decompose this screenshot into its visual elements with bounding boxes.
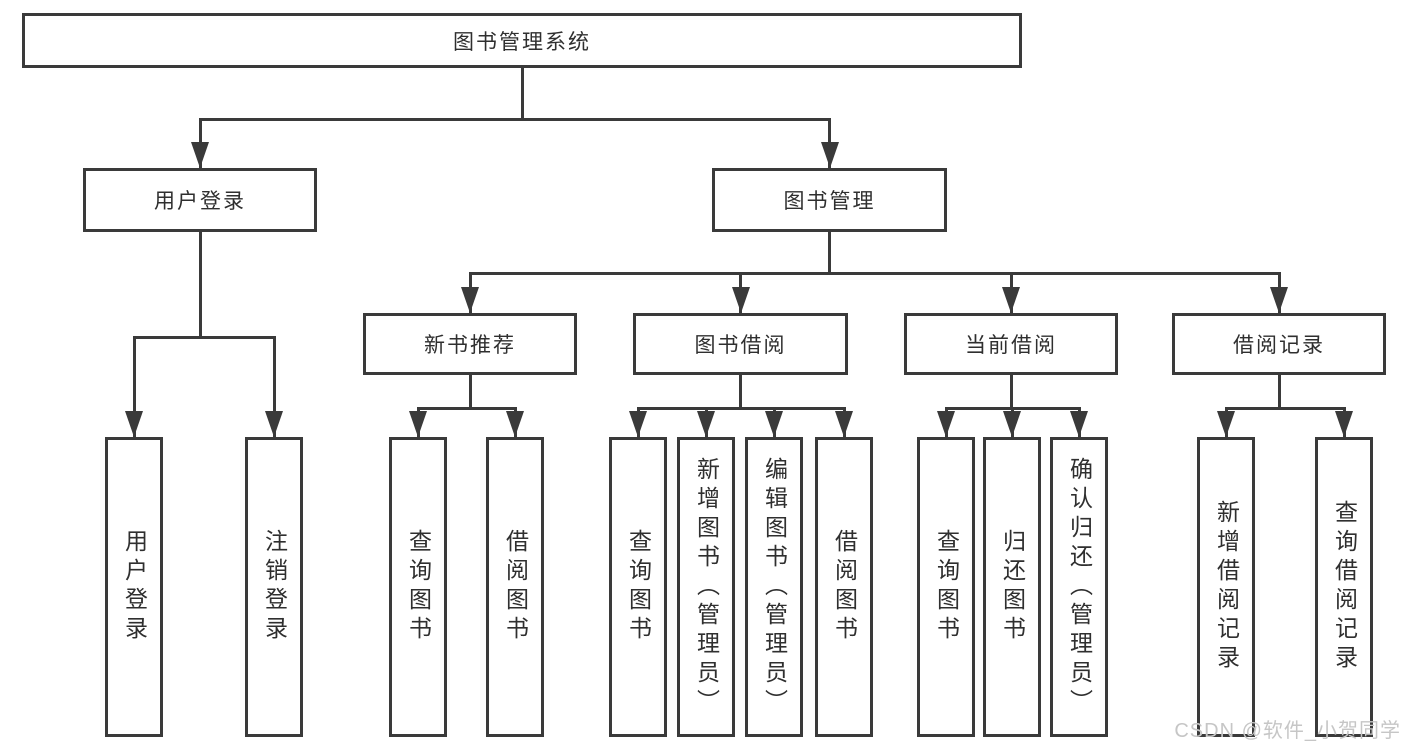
node-label: 借阅记录 [1233, 334, 1325, 357]
connector-line [1009, 375, 1013, 410]
connector-line [828, 232, 831, 275]
node-leaf-logout: 注销登录 [245, 437, 303, 737]
connector-arrow-icon [697, 411, 715, 437]
connector-line [739, 375, 742, 410]
connector-line [132, 336, 276, 339]
node-label: 新增借阅记录 [1213, 500, 1240, 674]
node-leaf-add-book: 新增图书（管理员） [677, 437, 735, 737]
connector-line [272, 336, 276, 437]
node-leaf-edit-book: 编辑图书（管理员） [745, 437, 803, 737]
node-leaf-return-book: 归还图书 [983, 437, 1041, 737]
node-label: 当前借阅 [965, 334, 1057, 357]
node-leaf-query-record: 查询借阅记录 [1315, 437, 1373, 737]
node-label: 新书推荐 [424, 334, 516, 357]
node-leaf-query-book-1: 查询图书 [389, 437, 447, 737]
node-leaf-add-record: 新增借阅记录 [1197, 437, 1255, 737]
node-leaf-user-login: 用户登录 [105, 437, 163, 737]
connector-arrow-icon [409, 411, 427, 437]
connector-arrow-icon [1217, 411, 1235, 437]
node-label: 用户登录 [121, 529, 148, 645]
node-current-borrow: 当前借阅 [904, 313, 1118, 375]
connector-line [468, 272, 1281, 275]
connector-arrow-icon [191, 142, 209, 168]
connector-arrow-icon [765, 411, 783, 437]
node-leaf-confirm-return: 确认归还（管理员） [1050, 437, 1108, 737]
connector-arrow-icon [1070, 411, 1088, 437]
connector-arrow-icon [461, 287, 479, 313]
node-leaf-borrow-book-1: 借阅图书 [486, 437, 544, 737]
connector-line [198, 232, 202, 339]
node-label: 新增图书（管理员） [693, 456, 720, 718]
node-leaf-borrow-book-2: 借阅图书 [815, 437, 873, 737]
node-label: 图书管理 [783, 190, 876, 213]
node-borrow-record: 借阅记录 [1172, 313, 1386, 375]
connector-arrow-icon [937, 411, 955, 437]
connector-arrow-icon [506, 411, 524, 437]
node-label: 图书借阅 [694, 334, 787, 357]
connector-arrow-icon [835, 411, 853, 437]
connector-line [416, 407, 517, 410]
node-book-borrow: 图书借阅 [633, 313, 848, 375]
connector-line [636, 407, 846, 410]
watermark: CSDN @软件_小贺同学 [1174, 720, 1401, 742]
node-label: 查询图书 [405, 529, 432, 645]
node-book-mgmt: 图书管理 [712, 168, 947, 232]
node-label: 查询图书 [625, 529, 652, 645]
node-label: 查询图书 [933, 529, 960, 645]
node-label: 借阅图书 [502, 529, 529, 645]
node-label: 借阅图书 [831, 529, 858, 645]
node-new-book-rec: 新书推荐 [363, 313, 577, 375]
connector-arrow-icon [125, 411, 143, 437]
connector-arrow-icon [731, 287, 750, 313]
connector-arrow-icon [1003, 411, 1021, 437]
connector-line [1277, 375, 1281, 410]
connector-arrow-icon [629, 411, 647, 437]
node-user-login: 用户登录 [83, 168, 317, 232]
connector-line [1224, 407, 1346, 410]
connector-line [468, 375, 472, 410]
connector-arrow-icon [1335, 411, 1353, 437]
connector-arrow-icon [820, 142, 839, 168]
node-label: 归还图书 [999, 529, 1026, 645]
connector-line [132, 336, 136, 437]
node-label: 注销登录 [261, 529, 288, 645]
connector-line [198, 118, 831, 121]
node-label: 确认归还（管理员） [1066, 456, 1093, 718]
node-root: 图书管理系统 [22, 13, 1022, 68]
node-leaf-query-book-3: 查询图书 [917, 437, 975, 737]
connector-arrow-icon [1270, 287, 1288, 313]
node-label: 用户登录 [154, 190, 246, 213]
connector-arrow-icon [265, 411, 283, 437]
node-label: 编辑图书（管理员） [761, 456, 788, 718]
node-label: 查询借阅记录 [1331, 500, 1358, 674]
node-leaf-query-book-2: 查询图书 [609, 437, 667, 737]
connector-arrow-icon [1002, 287, 1020, 313]
node-label: 图书管理系统 [453, 30, 591, 54]
connector-line [520, 68, 524, 121]
